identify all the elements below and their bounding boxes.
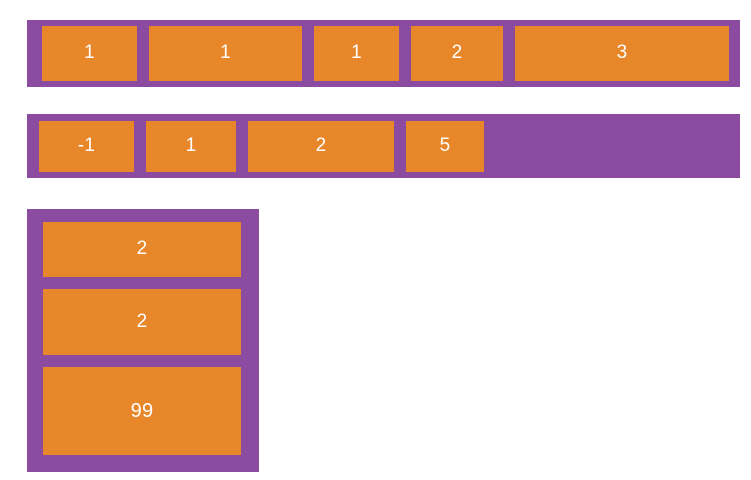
- flex-item-label: 2: [136, 238, 148, 259]
- flex-item: 2: [248, 121, 394, 172]
- flex-item-label: 3: [616, 42, 628, 63]
- flex-container-row-one: 1 1 1 2 3: [27, 20, 740, 87]
- flex-item: 5: [406, 121, 484, 172]
- flex-item: 99: [43, 367, 241, 455]
- flex-item: 1: [149, 26, 302, 81]
- flex-item-label: 2: [315, 135, 327, 156]
- flex-item-label: 99: [130, 400, 154, 422]
- flex-container-column-three: 2 2 99: [27, 209, 259, 472]
- flex-item-label: 5: [439, 135, 451, 156]
- flex-item: 2: [43, 289, 241, 355]
- flex-item: 1: [314, 26, 399, 81]
- flex-item-label: 1: [84, 42, 95, 63]
- flex-item-label: 2: [136, 310, 148, 332]
- flex-item: 1: [146, 121, 236, 172]
- flex-item-label: 1: [185, 135, 197, 156]
- flex-item: 3: [515, 26, 729, 81]
- flex-container-row-two: -1 1 2 5: [27, 114, 740, 178]
- flex-item-label: -1: [77, 135, 96, 156]
- flex-item: -1: [39, 121, 134, 172]
- flex-item: 2: [411, 26, 503, 81]
- flex-item-label: 1: [220, 42, 231, 63]
- flex-item-label: 1: [351, 42, 362, 63]
- flex-item-label: 2: [451, 42, 463, 63]
- flex-item: 1: [42, 26, 137, 81]
- flex-item: 2: [43, 222, 241, 277]
